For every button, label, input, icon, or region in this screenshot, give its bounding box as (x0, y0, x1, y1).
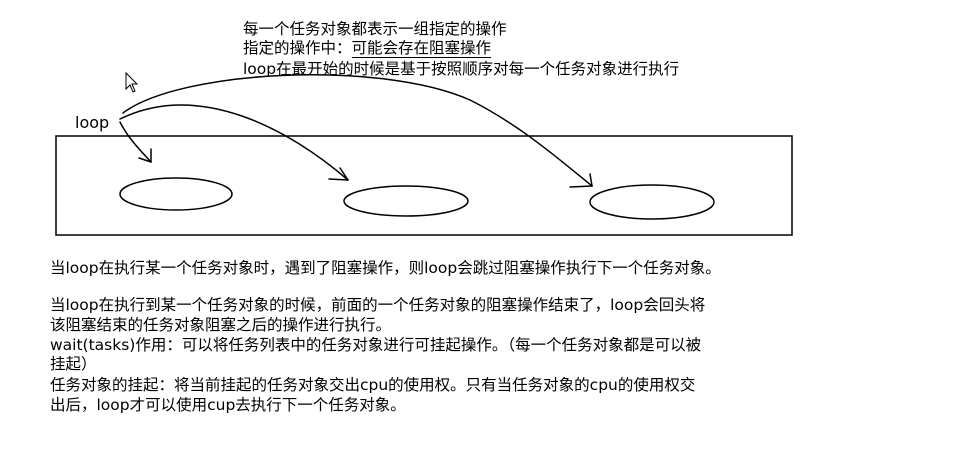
paragraph-line-7: 出后，loop才可以使用cup去执行下一个任务对象。 (50, 396, 406, 414)
note-line-2-prefix: 指定的操作中： (243, 39, 352, 57)
paragraph-line-3: 该阻塞结束的任务对象阻塞之后的操作进行执行。 (50, 316, 392, 334)
note-line-1: 每一个任务对象都表示一组指定的操作 (243, 20, 507, 38)
note-line-2: 指定的操作中：可能会存在阻塞操作 (243, 39, 492, 58)
note-line-3: loop在最开始的时候是基于按照顺序对每一个任务对象进行执行 (243, 60, 680, 78)
paragraph-line-5: 挂起） (50, 355, 97, 373)
paragraph-line-6: 任务对象的挂起：将当前挂起的任务对象交出cpu的使用权。只有当任务对象的cpu的… (50, 376, 696, 394)
paragraph-line-1: 当loop在执行某一个任务对象时，遇到了阻塞操作，则loop会跳过阻塞操作执行下… (50, 259, 721, 277)
arrow-to-task-3 (122, 74, 593, 188)
arrow-to-task-2 (119, 104, 349, 181)
arrow-to-task-1 (119, 121, 152, 163)
paragraph-line-2: 当loop在执行到某一个任务对象的时候，前面的一个任务对象的阻塞操作结束了，lo… (50, 296, 706, 314)
note-line-2-underlined: 可能会存在阻塞操作 (351, 39, 492, 58)
mouse-cursor-icon (125, 71, 139, 93)
event-loop-container (55, 135, 793, 236)
paragraph-line-4: wait(tasks)作用：可以将任务列表中的任务对象进行可挂起操作。（每一个任… (50, 336, 702, 354)
loop-label: loop (75, 113, 110, 132)
task-object-2 (343, 185, 469, 217)
task-object-1 (119, 177, 233, 211)
task-object-3 (589, 184, 715, 220)
